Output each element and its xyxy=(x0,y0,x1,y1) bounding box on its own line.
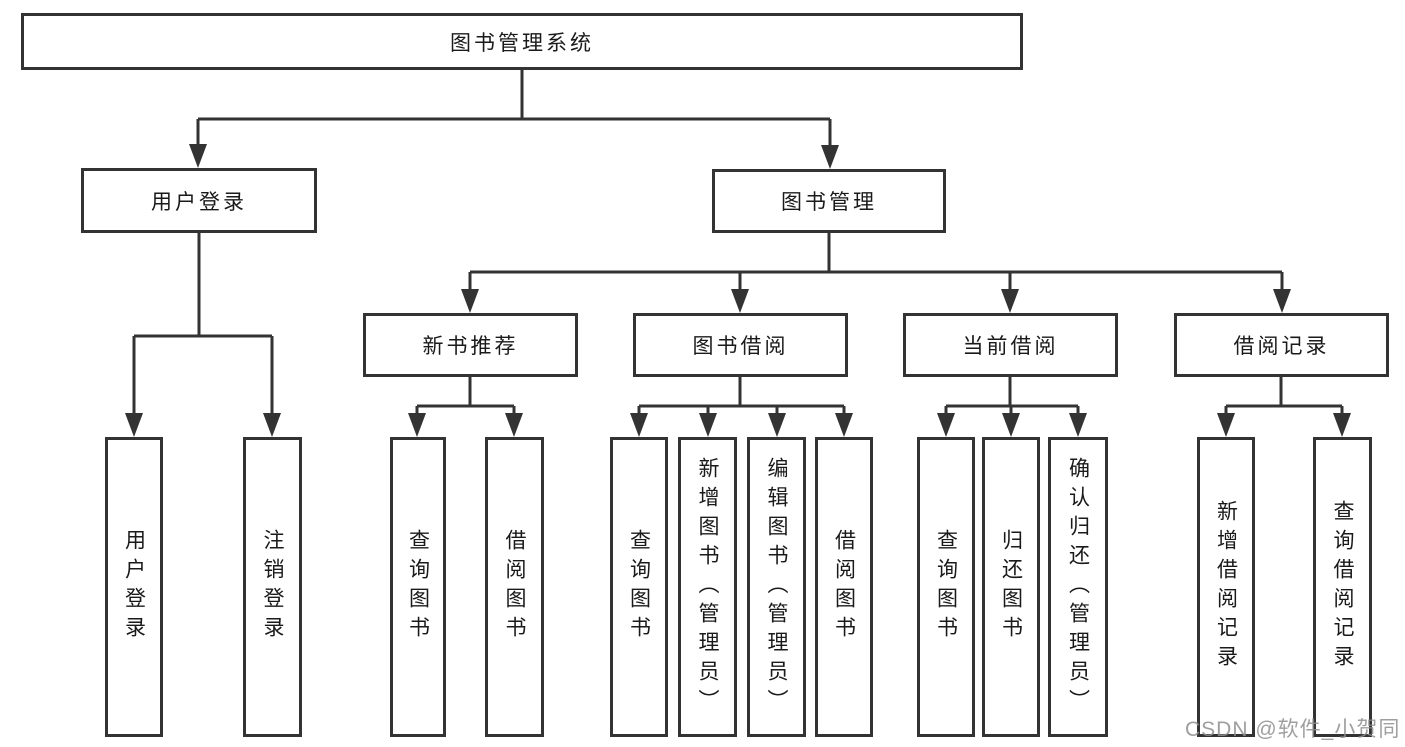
node-user-login-label: 用户登录 xyxy=(151,190,247,214)
csdn-watermark: CSDN @软件_小贺同学 xyxy=(1185,718,1401,741)
node-root-label: 图书管理系统 xyxy=(450,31,594,55)
leaf-add-borrow-record: 新增借阅记录 xyxy=(1197,437,1255,737)
leaf-query-books-borrow: 查询图书 xyxy=(610,437,668,737)
leaf-edit-books-admin: 编辑图书（管理员） xyxy=(747,437,806,737)
node-book-management-label: 图书管理 xyxy=(781,191,877,214)
leaf-confirm-return-admin: 确认归还（管理员） xyxy=(1048,437,1108,737)
tree-edges xyxy=(132,70,1344,420)
node-new-book-recommend-label: 新书推荐 xyxy=(422,335,519,358)
node-user-login: 用户登录 xyxy=(81,168,317,233)
leaf-query-books-current: 查询图书 xyxy=(917,437,975,737)
node-borrow-records: 借阅记录 xyxy=(1174,313,1389,377)
leaf-logout: 注销登录 xyxy=(243,437,302,737)
node-current-borrow-label: 当前借阅 xyxy=(962,335,1059,358)
leaf-return-books: 归还图书 xyxy=(982,437,1040,737)
node-borrow-records-label: 借阅记录 xyxy=(1233,335,1330,358)
leaf-borrow-books: 借阅图书 xyxy=(815,437,873,737)
node-root: 图书管理系统 xyxy=(21,13,1023,70)
node-book-management: 图书管理 xyxy=(712,169,946,233)
leaf-add-books-admin: 新增图书（管理员） xyxy=(678,437,737,737)
node-current-borrow: 当前借阅 xyxy=(903,313,1118,377)
leaf-user-login: 用户登录 xyxy=(105,437,163,737)
node-book-borrow-label: 图书借阅 xyxy=(692,335,789,358)
leaf-query-books-recommend: 查询图书 xyxy=(390,437,446,737)
leaf-query-borrow-record: 查询借阅记录 xyxy=(1313,437,1372,737)
leaf-borrow-books-recommend: 借阅图书 xyxy=(485,437,544,737)
node-new-book-recommend: 新书推荐 xyxy=(363,313,578,377)
node-book-borrow: 图书借阅 xyxy=(633,313,848,377)
arrow-down-icons xyxy=(125,144,1351,437)
